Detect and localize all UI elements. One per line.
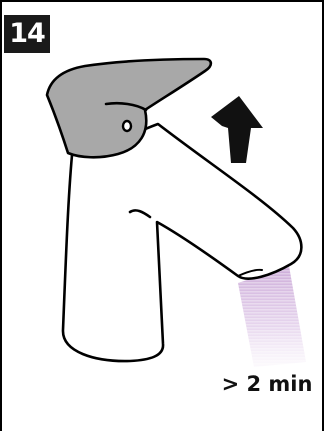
step-number-badge: 14: [4, 15, 50, 53]
water-stream-icon: [238, 266, 306, 367]
lever-handle-icon: [47, 59, 211, 157]
arrow-up-icon: [211, 96, 263, 163]
duration-label: > 2 min: [214, 371, 320, 397]
